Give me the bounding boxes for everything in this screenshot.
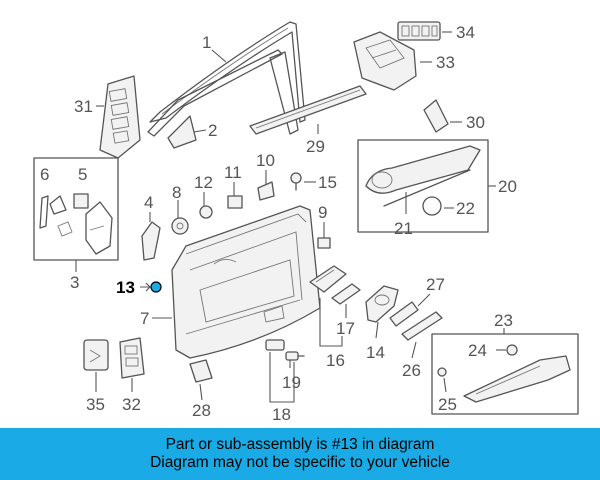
callout-25: 25 (438, 395, 457, 414)
callout-33: 33 (436, 53, 455, 72)
callout-12: 12 (194, 173, 213, 192)
callout-5: 5 (78, 165, 87, 184)
part-32-switch-block (119, 337, 145, 379)
part-11-clip (227, 195, 243, 209)
callout-2: 2 (208, 121, 217, 140)
part-1-window-frame (149, 21, 306, 123)
callout-22: 22 (456, 199, 475, 218)
callout-31: 31 (74, 97, 93, 116)
part-34-window-switch (397, 21, 441, 41)
callout-20: 20 (498, 177, 517, 196)
callout-1: 1 (202, 33, 211, 52)
callout-9: 9 (318, 203, 327, 222)
part-26-trim-strip (401, 311, 443, 341)
callout-24: 24 (468, 341, 487, 360)
leader-lines (75, 31, 506, 403)
part-8-grommet (171, 217, 189, 235)
part-20-assembly-box (357, 139, 489, 233)
part-15-push-pin (290, 172, 302, 191)
part-13-plug-highlighted (150, 281, 162, 293)
info-banner: Part or sub-assembly is #13 in diagram D… (0, 428, 600, 480)
callout-23: 23 (494, 311, 513, 330)
part-23-assembly-box (431, 333, 579, 415)
part-31-switch-panel (99, 75, 141, 159)
part-18-bracket (265, 339, 285, 351)
part-19-bolt (285, 351, 305, 361)
callout-11: 11 (224, 163, 242, 182)
callout-numbers: 1 2 3 4 5 6 7 8 9 10 11 12 13 14 15 16 1… (40, 23, 517, 424)
callout-18: 18 (272, 405, 291, 424)
part-29-belt-molding (249, 85, 367, 135)
part-30-pad (423, 99, 449, 133)
part-1-frame-inner (147, 49, 299, 137)
part-33-switch-bezel (353, 31, 417, 91)
part-12-clip (199, 205, 213, 219)
callout-6: 6 (40, 165, 49, 184)
banner-line-disclaimer: Diagram may not be specific to your vehi… (150, 454, 450, 471)
banner-line-part-info: Part or sub-assembly is #13 in diagram (165, 436, 435, 453)
callout-32: 32 (122, 395, 141, 414)
part-28-pad (189, 359, 213, 383)
callout-14: 14 (366, 343, 385, 362)
parts-diagram: 1 2 3 4 5 6 7 8 9 10 11 12 13 14 15 16 1… (33, 21, 579, 424)
part-17-handle-cover (331, 283, 361, 305)
part-2-corner-trim (167, 115, 197, 149)
callout-19: 19 (282, 373, 301, 392)
callout-16: 16 (326, 351, 345, 370)
callout-30: 30 (466, 113, 485, 132)
callout-15: 15 (318, 173, 337, 192)
callout-10: 10 (256, 151, 275, 170)
part-3-assembly-box (33, 157, 119, 261)
callout-35: 35 (86, 395, 105, 414)
callout-7: 7 (140, 309, 149, 328)
part-14-inner-handle (365, 285, 399, 323)
callout-17: 17 (336, 319, 355, 338)
callout-34: 34 (456, 23, 475, 42)
callout-13-highlighted: 13 (116, 278, 135, 297)
callout-26: 26 (402, 361, 421, 380)
part-27-trim-strip (389, 301, 419, 327)
callout-3: 3 (70, 273, 79, 292)
callout-4: 4 (144, 193, 153, 212)
part-7-door-trim-panel (171, 205, 321, 359)
part-35-switch (83, 339, 109, 371)
callout-29: 29 (306, 137, 325, 156)
part-16-handle-bracket (309, 265, 347, 293)
part-10-clip (257, 181, 275, 201)
part-9-clip (317, 237, 331, 249)
part-4-bracket (141, 221, 161, 261)
callout-21: 21 (394, 219, 413, 238)
callout-28: 28 (192, 401, 211, 420)
callout-27: 27 (426, 275, 445, 294)
callout-8: 8 (172, 183, 181, 202)
